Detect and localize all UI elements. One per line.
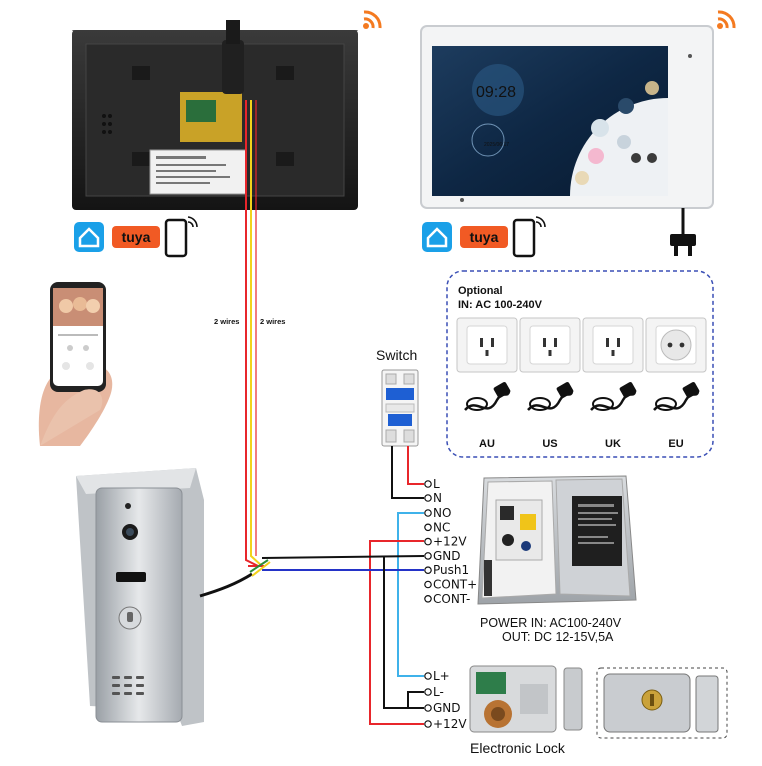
wires — [245, 100, 425, 725]
power-plug-icon — [670, 208, 696, 256]
monitor-front: 09:28 2025/06/17 — [420, 25, 714, 209]
eu-plug-icon — [653, 382, 700, 411]
wire-label-left: 2 wires — [214, 317, 239, 326]
switch-terminal-n-screw — [424, 494, 432, 502]
tuya-badge: tuya — [460, 226, 508, 248]
lock-terminal-plus12v-label: +12V — [433, 717, 467, 731]
outdoor-terminal-contminus-label: CONT- — [433, 592, 470, 606]
uk-plug-socket — [582, 317, 644, 373]
plug-row: AU US UK EU — [456, 317, 707, 450]
switch-terminals: LN — [424, 477, 442, 505]
uk-plug-icon — [590, 382, 637, 411]
lock-terminal-gnd-screw — [424, 704, 432, 712]
plug-label-uk: UK — [605, 438, 621, 450]
au-plug-socket — [456, 317, 518, 373]
us-plug-socket — [519, 317, 581, 373]
switch-terminal-n-label: N — [433, 491, 442, 505]
eu-plug-socket — [645, 317, 707, 373]
wire-label-right: 2 wires — [260, 317, 285, 326]
switch-terminal-l-screw — [424, 480, 432, 488]
au-plug-icon — [464, 382, 511, 411]
outdoor-terminal-push1-screw — [424, 566, 432, 575]
outdoor-terminal-contplus-screw — [424, 580, 432, 589]
tuya-badge: tuya — [112, 226, 160, 248]
wifi-icon — [363, 10, 382, 29]
plug-label-us: US — [542, 438, 557, 450]
svg-text:tuya: tuya — [122, 229, 151, 245]
plug-label-au: AU — [479, 438, 495, 450]
optional-plugs-box: Optional IN: AC 100-240V — [446, 270, 714, 458]
svg-text:tuya: tuya — [470, 229, 499, 245]
plug-label-eu: EU — [668, 438, 683, 450]
outdoor-terminal-plus12v-screw — [424, 537, 432, 546]
smartphone-app — [38, 282, 113, 446]
lock-terminal-lminus-screw — [424, 688, 432, 696]
lock-exterior — [596, 667, 728, 739]
switch-title: Switch — [376, 347, 417, 363]
lock-terminal-gnd-label: GND — [433, 701, 461, 715]
outdoor-terminal-gnd-screw — [424, 552, 432, 560]
outdoor-terminal-contminus-screw — [424, 594, 432, 603]
smart-home-icon — [422, 222, 452, 252]
switch-terminal-l-label: L — [433, 477, 440, 491]
lock-title: Electronic Lock — [470, 740, 566, 756]
outdoor-terminal-contplus-label: CONT+ — [433, 578, 477, 592]
monitor-time: 09:28 — [476, 84, 516, 101]
outdoor-terminal-plus12v-label: +12V — [433, 535, 467, 549]
wifi-icon — [717, 10, 736, 29]
monitor-date: 2025/06/17 — [484, 142, 509, 148]
outdoor-terminal-push1-label: Push1 — [433, 563, 469, 577]
outdoor-terminal-no-label: NO — [433, 506, 451, 520]
lock-terminal-lplus-screw — [424, 672, 432, 680]
circuit-breaker — [381, 369, 419, 447]
outdoor-terminal-gnd-label: GND — [433, 549, 461, 563]
optional-title: Optional — [458, 285, 503, 297]
lock-terminal-plus12v-screw — [424, 720, 432, 728]
us-plug-icon — [527, 382, 574, 411]
outdoor-terminal-nc-label: NC — [433, 520, 450, 534]
lock-terminals: L+ L- GND +12V — [424, 669, 467, 731]
power-supply-unit — [477, 475, 637, 605]
lock-terminal-lplus-label: L+ — [433, 669, 450, 683]
lock-terminal-lminus-label: L- — [433, 685, 444, 699]
outdoor-doorbell — [76, 468, 253, 726]
smartphone-wifi-icon — [512, 216, 546, 258]
power-label-1: POWER IN: AC100-240V — [480, 616, 622, 630]
outdoor-terminal-no-screw — [424, 509, 432, 517]
monitor-back — [72, 20, 358, 210]
smartphone-wifi-icon — [164, 216, 198, 258]
lock-internals — [469, 665, 583, 733]
outdoor-terminal-nc-screw — [424, 523, 432, 532]
smart-home-icon — [74, 222, 104, 252]
optional-input: IN: AC 100-240V — [458, 299, 543, 311]
power-label-2: OUT: DC 12-15V,5A — [502, 630, 614, 644]
